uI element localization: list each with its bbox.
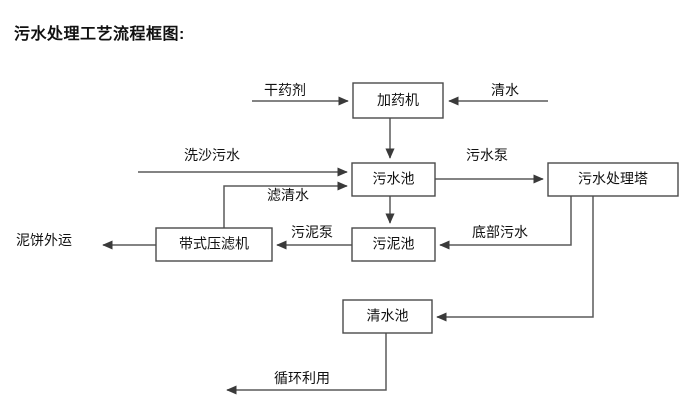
node-belt-press-box[interactable] (155, 227, 273, 262)
label-sewage-pump: 污水泵 (466, 147, 508, 163)
label-recycle-use: 循环利用 (274, 370, 330, 386)
node-tower-label: 污水处理塔 (578, 171, 648, 187)
node-clear-pool-box[interactable] (342, 299, 433, 334)
edge-filtrate-to-sewage-pool (223, 181, 348, 228)
label-mud-cake-outbound: 泥饼外运 (16, 232, 72, 248)
node-dosing[interactable]: 加药机 (352, 82, 444, 119)
node-tower-box[interactable] (547, 162, 679, 197)
label-dry-agent: 干药剂 (264, 82, 306, 98)
node-sludge-pool-box[interactable] (351, 227, 436, 262)
edge-tower-to-clear-pool (436, 196, 594, 322)
node-belt-press[interactable]: 带式压滤机 (155, 227, 273, 262)
edge-clear-pool-to-recycle (226, 333, 387, 395)
label-sand-wash-sewage: 洗沙污水 (184, 147, 240, 163)
node-sewage-pool-box[interactable] (351, 162, 436, 197)
node-dosing-label: 加药机 (377, 92, 419, 108)
node-tower[interactable]: 污水处理塔 (547, 162, 679, 197)
node-sludge-pool[interactable]: 污泥池 (351, 227, 436, 262)
label-filtrate-water: 滤清水 (267, 187, 309, 203)
node-clear-pool[interactable]: 清水池 (342, 299, 433, 334)
node-sewage-pool-label: 污水池 (373, 171, 415, 187)
label-bottom-sewage: 底部污水 (472, 224, 528, 240)
edge-tower-to-sludge-pool (439, 196, 572, 250)
label-sludge-pump: 污泥泵 (291, 224, 333, 240)
node-sewage-pool[interactable]: 污水池 (351, 162, 436, 197)
node-belt-press-label: 带式压滤机 (179, 236, 249, 252)
label-clean-water: 清水 (491, 82, 519, 98)
node-dosing-box[interactable] (352, 82, 444, 119)
page-title: 污水处理工艺流程框图: (14, 26, 185, 43)
node-sludge-pool-label: 污泥池 (373, 236, 415, 252)
node-clear-pool-label: 清水池 (367, 308, 409, 324)
